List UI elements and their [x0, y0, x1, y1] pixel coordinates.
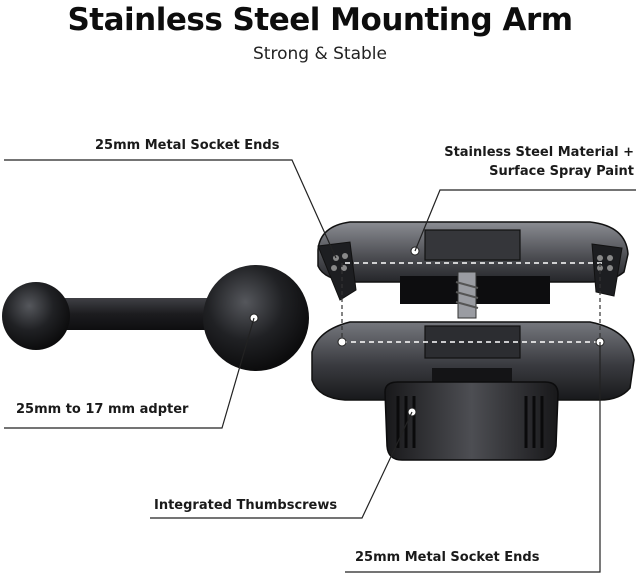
- leader-lines: [4, 159, 636, 573]
- socket-end-left: [317, 241, 357, 301]
- socket-left-dot: [337, 337, 347, 347]
- callout-adapter: 25mm to 17 mm adpter: [16, 402, 189, 417]
- page-subtitle: Strong & Stable: [253, 44, 387, 64]
- socket-end-right: [591, 243, 623, 297]
- ball-adapter: [2, 265, 309, 371]
- small-ball: [2, 282, 70, 350]
- page-title: Stainless Steel Mounting Arm: [67, 2, 573, 38]
- callout-thumbscrews: Integrated Thumbscrews: [154, 498, 338, 513]
- spring-coils: [455, 281, 479, 309]
- callout-material-line2: Surface Spray Paint: [489, 164, 634, 179]
- callout-socket-ends-top: 25mm Metal Socket Ends: [95, 138, 280, 153]
- leader-socket-bottom: [345, 342, 601, 573]
- callout-material-line1: Stainless Steel Material +: [444, 145, 634, 160]
- knob-body: [384, 381, 559, 461]
- adapter-rod: [55, 298, 230, 330]
- leader-thumbscrews: [150, 411, 413, 519]
- socket-clamp: [311, 221, 635, 461]
- leader-material: [414, 189, 636, 252]
- callout-socket-ends-bottom: 25mm Metal Socket Ends: [355, 550, 540, 565]
- upper-plate-slot: [424, 229, 521, 261]
- thumbscrew-knob: [384, 368, 559, 461]
- knob-grip-ridges: [396, 396, 544, 448]
- leader-socket-top: [4, 159, 337, 259]
- leader-adapter: [4, 317, 255, 429]
